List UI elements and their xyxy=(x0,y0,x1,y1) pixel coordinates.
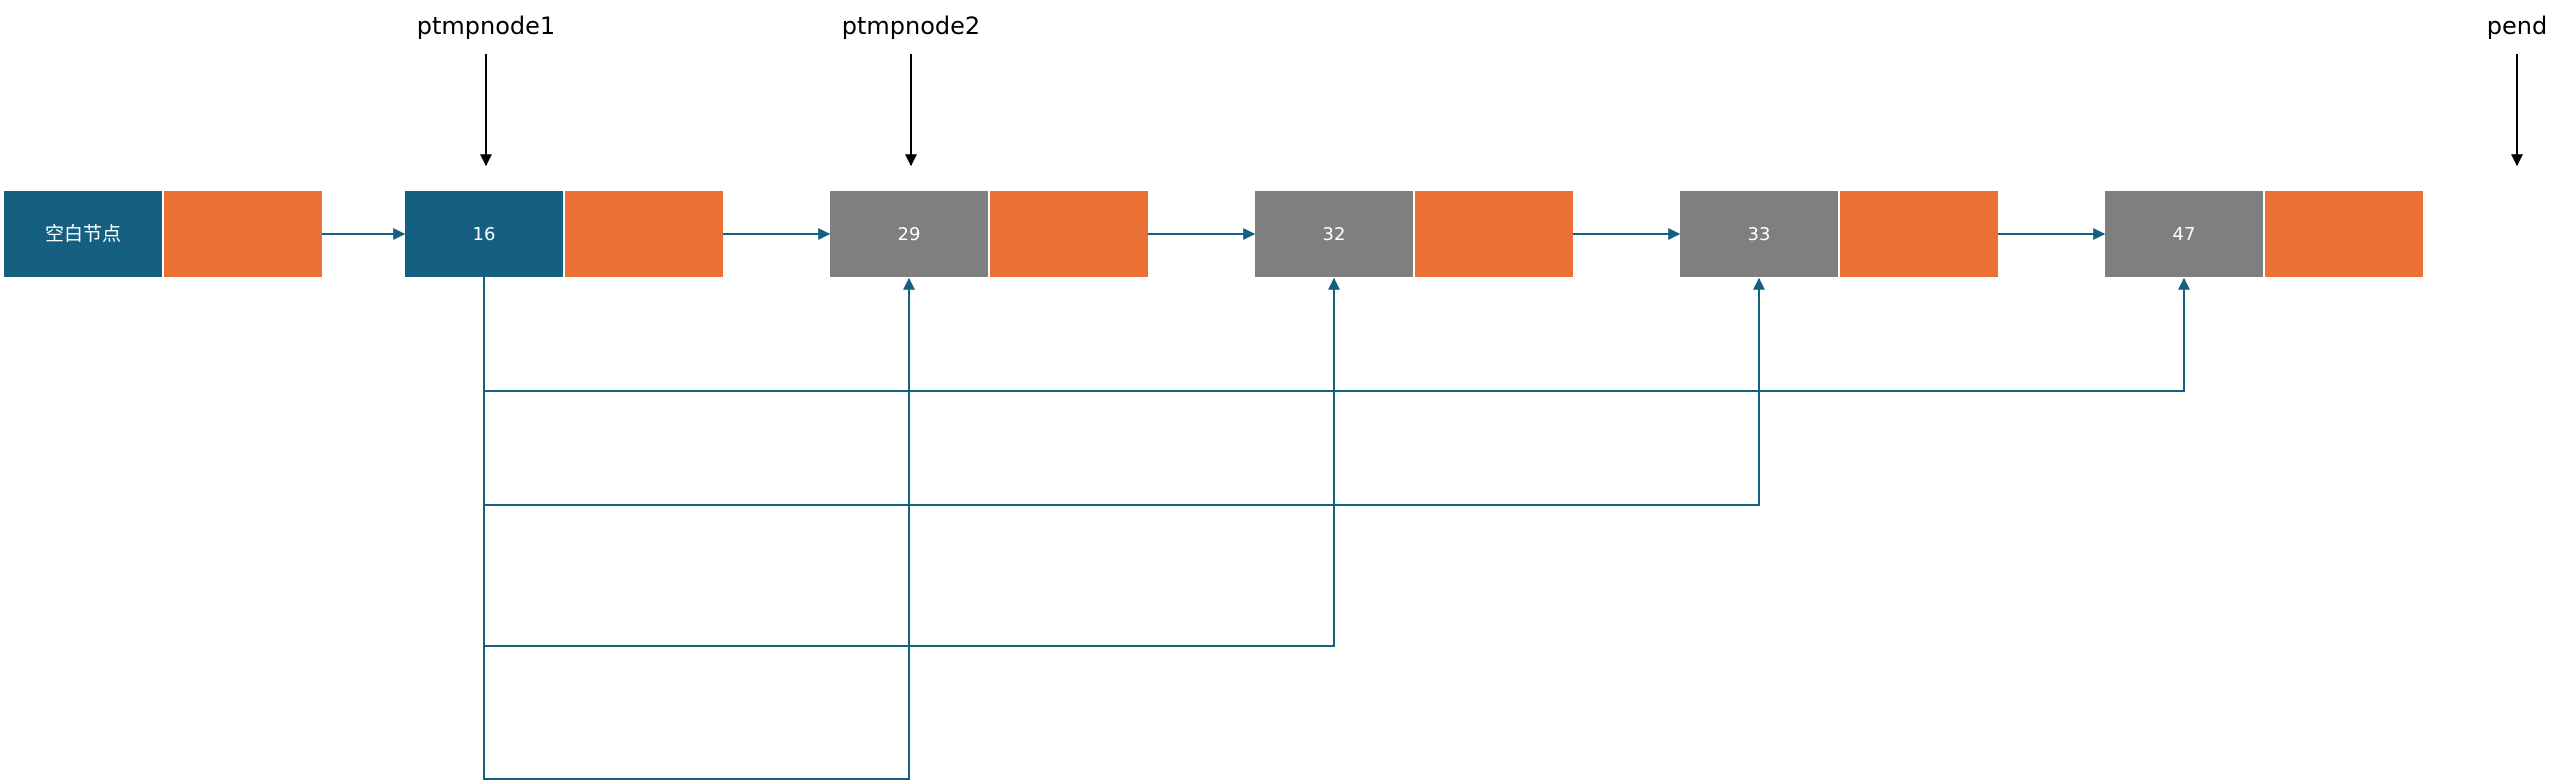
node-data-cell xyxy=(405,191,563,277)
node-next-cell xyxy=(990,191,1148,277)
pointer-label: ptmpnode2 xyxy=(842,12,980,40)
node-data-cell xyxy=(830,191,988,277)
node-data-cell xyxy=(4,191,162,277)
list-node-33: 33 xyxy=(1680,191,1998,277)
pointer-label: ptmpnode1 xyxy=(417,12,555,40)
node-next-cell xyxy=(1840,191,1998,277)
node-label: 47 xyxy=(2173,224,2196,245)
node-label: 32 xyxy=(1323,224,1346,245)
list-node-16: 16 xyxy=(405,191,723,277)
list-node-29: 29 xyxy=(830,191,1148,277)
list-node-32: 32 xyxy=(1255,191,1573,277)
comparison-connector xyxy=(483,277,915,780)
node-next-cell xyxy=(2265,191,2423,277)
node-label: 空白节点 xyxy=(45,223,121,245)
node-data-cell xyxy=(1255,191,1413,277)
pointer-pend: pend xyxy=(2487,12,2547,167)
comparison-connectors xyxy=(483,277,2190,780)
pointer-ptmpnode1: ptmpnode1 xyxy=(417,12,555,167)
node-next-cell xyxy=(1415,191,1573,277)
pointer-ptmpnode2: ptmpnode2 xyxy=(842,12,980,167)
node-next-cell xyxy=(164,191,322,277)
node-layer: 空白节点 16 29 32 33 47 xyxy=(4,191,2423,277)
list-node-head: 空白节点 xyxy=(4,191,322,277)
node-next-cell xyxy=(565,191,723,277)
pointer-layer: ptmpnode1 ptmpnode2 pend xyxy=(417,12,2547,167)
pointer-label: pend xyxy=(2487,12,2547,40)
node-data-cell xyxy=(1680,191,1838,277)
node-label: 29 xyxy=(898,224,921,245)
node-data-cell xyxy=(2105,191,2263,277)
list-node-47: 47 xyxy=(2105,191,2423,277)
node-label: 16 xyxy=(473,224,496,245)
node-label: 33 xyxy=(1748,224,1771,245)
